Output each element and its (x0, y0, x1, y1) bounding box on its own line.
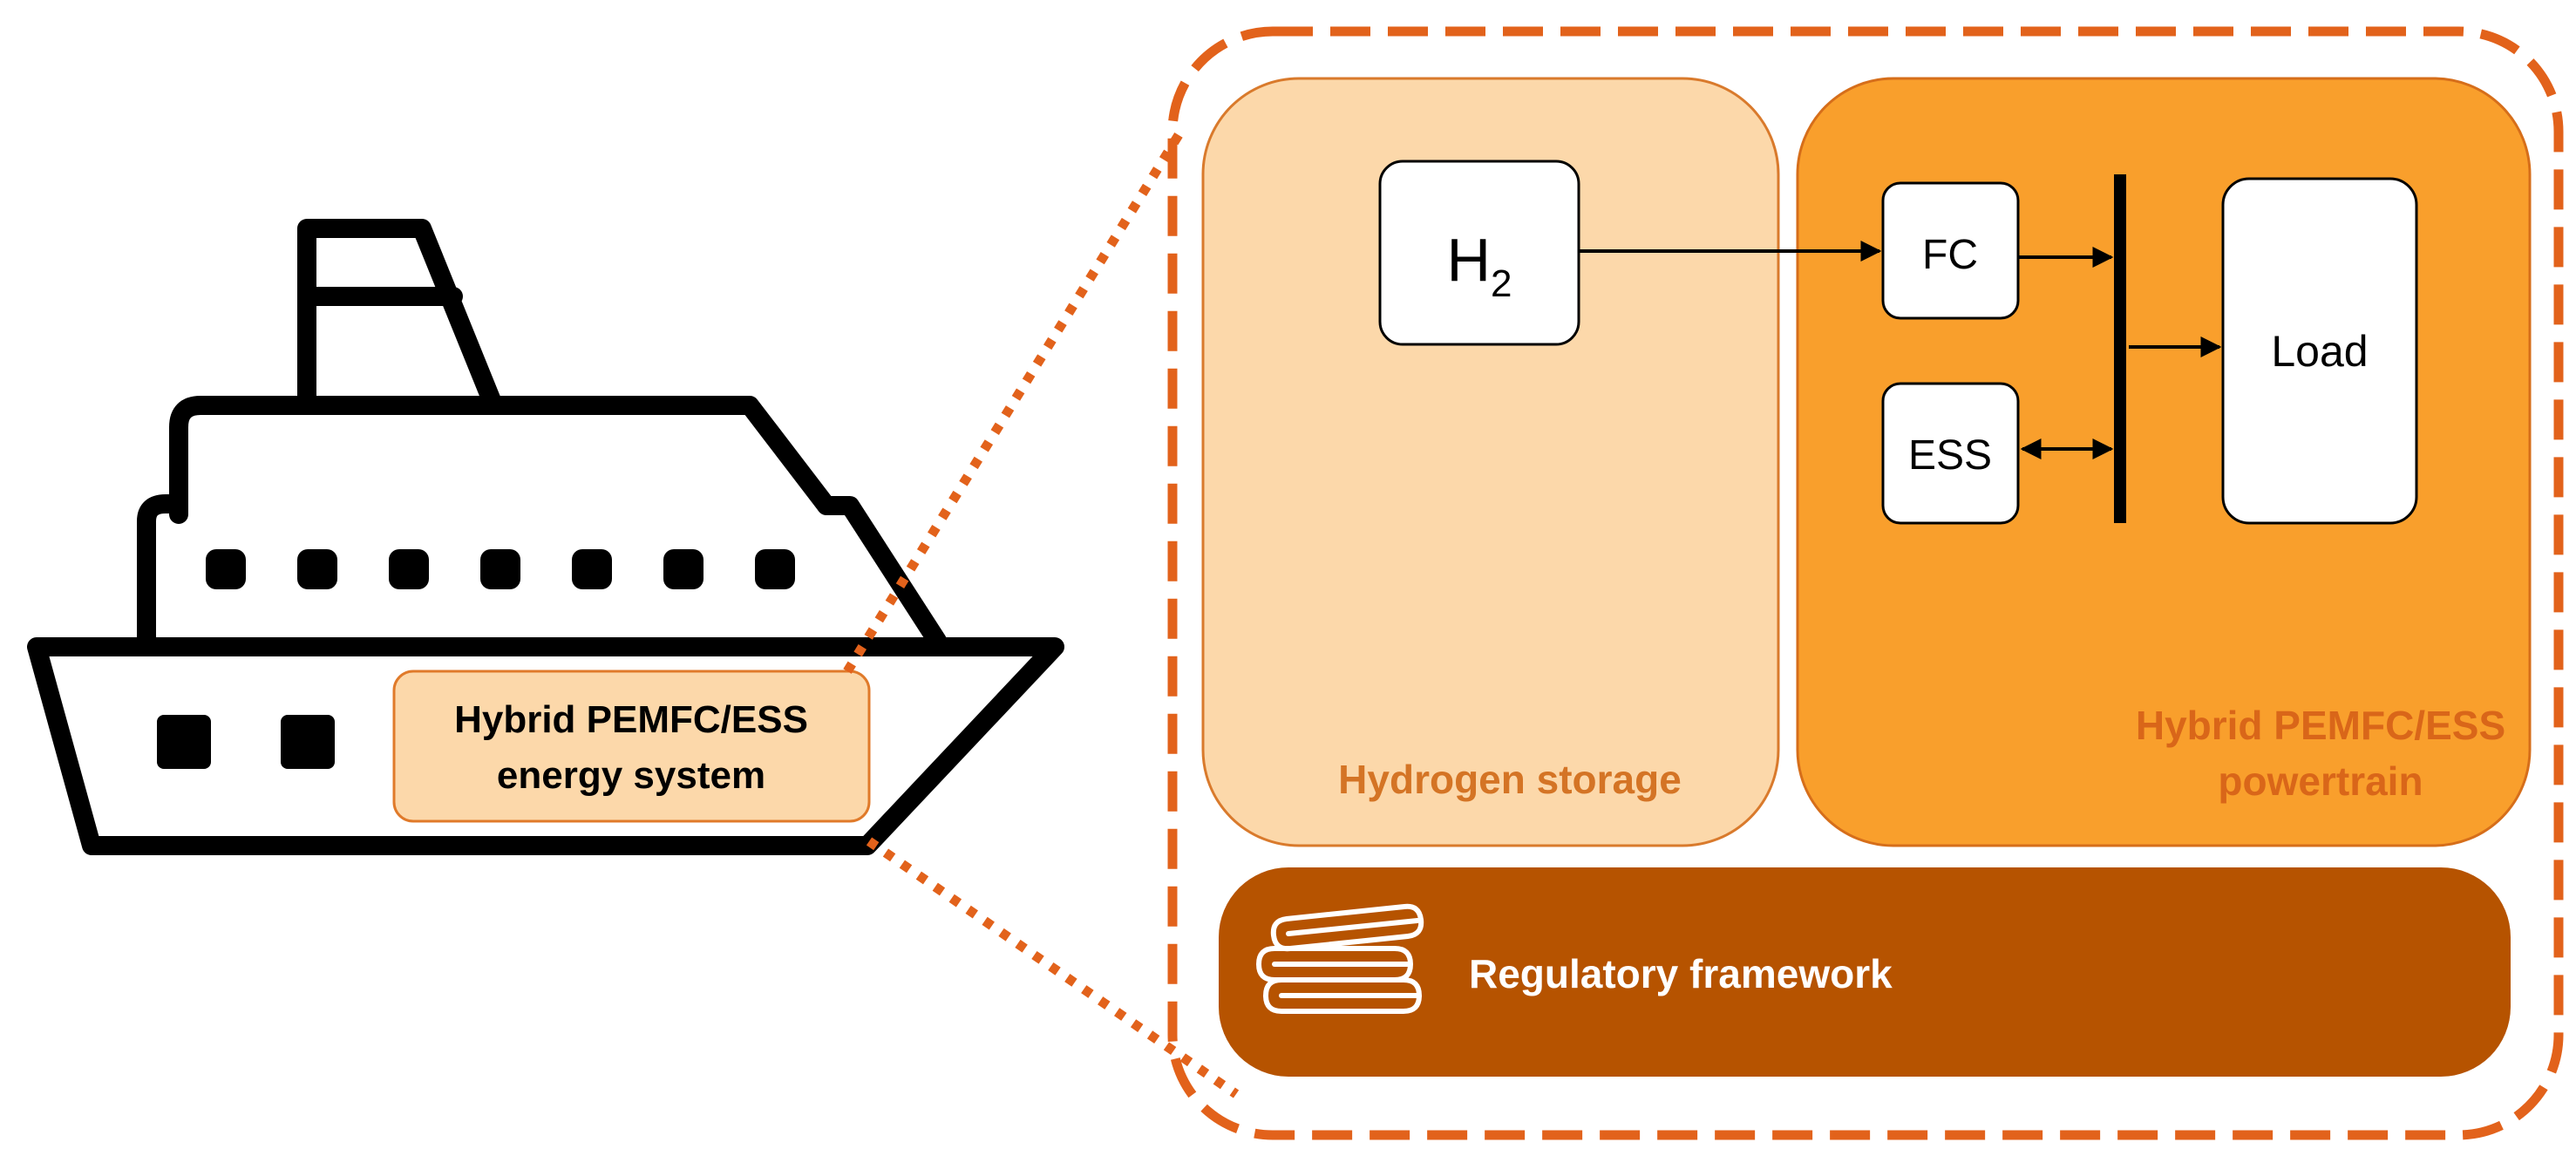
ship-window (755, 549, 795, 589)
zoom-connector-top (843, 128, 1186, 674)
ship-lower-cabin (137, 494, 947, 650)
ess-label: ESS (1908, 432, 1992, 479)
ship-funnel (297, 219, 502, 412)
ship-windows (157, 549, 795, 769)
ship-energy-label-line2: energy system (497, 754, 765, 797)
ship-window (389, 549, 429, 589)
hydrogen-storage-panel (1201, 77, 1780, 847)
ship-porthole (281, 715, 335, 769)
load-label: Load (2271, 327, 2368, 376)
hydrogen-tank-label: H2 (1446, 226, 1512, 305)
regulatory-label: Regulatory framework (1469, 951, 1893, 996)
ship-window (572, 549, 612, 589)
hydrogen-symbol: H (1446, 226, 1491, 294)
ship-window (297, 549, 337, 589)
fuel-cell-box (1881, 181, 2020, 320)
zoom-connector-bottom (866, 837, 1240, 1098)
books-icon (1256, 903, 1424, 1014)
detail-frame (1167, 26, 2564, 1140)
powertrain-label-line2: powertrain (2218, 758, 2423, 804)
hydrogen-storage-label: Hydrogen storage (1338, 757, 1682, 802)
load-box (2221, 177, 2418, 525)
ship-window (206, 549, 246, 589)
ship-window (663, 549, 703, 589)
ship-energy-system-box (392, 670, 871, 823)
ship-window (480, 549, 520, 589)
hydrogen-subscript: 2 (1491, 262, 1512, 305)
ship-upper-cabin (169, 396, 836, 524)
ship-energy-label-line1: Hybrid PEMFC/ESS (454, 698, 808, 741)
ship-porthole (157, 715, 211, 769)
fuel-cell-label: FC (1922, 232, 1978, 278)
ess-box (1881, 382, 2020, 525)
regulatory-panel (1219, 867, 2511, 1077)
zoom-connector (843, 128, 1240, 1098)
flow-arrows (1579, 241, 2222, 459)
powertrain-label-line1: Hybrid PEMFC/ESS (2136, 703, 2505, 748)
